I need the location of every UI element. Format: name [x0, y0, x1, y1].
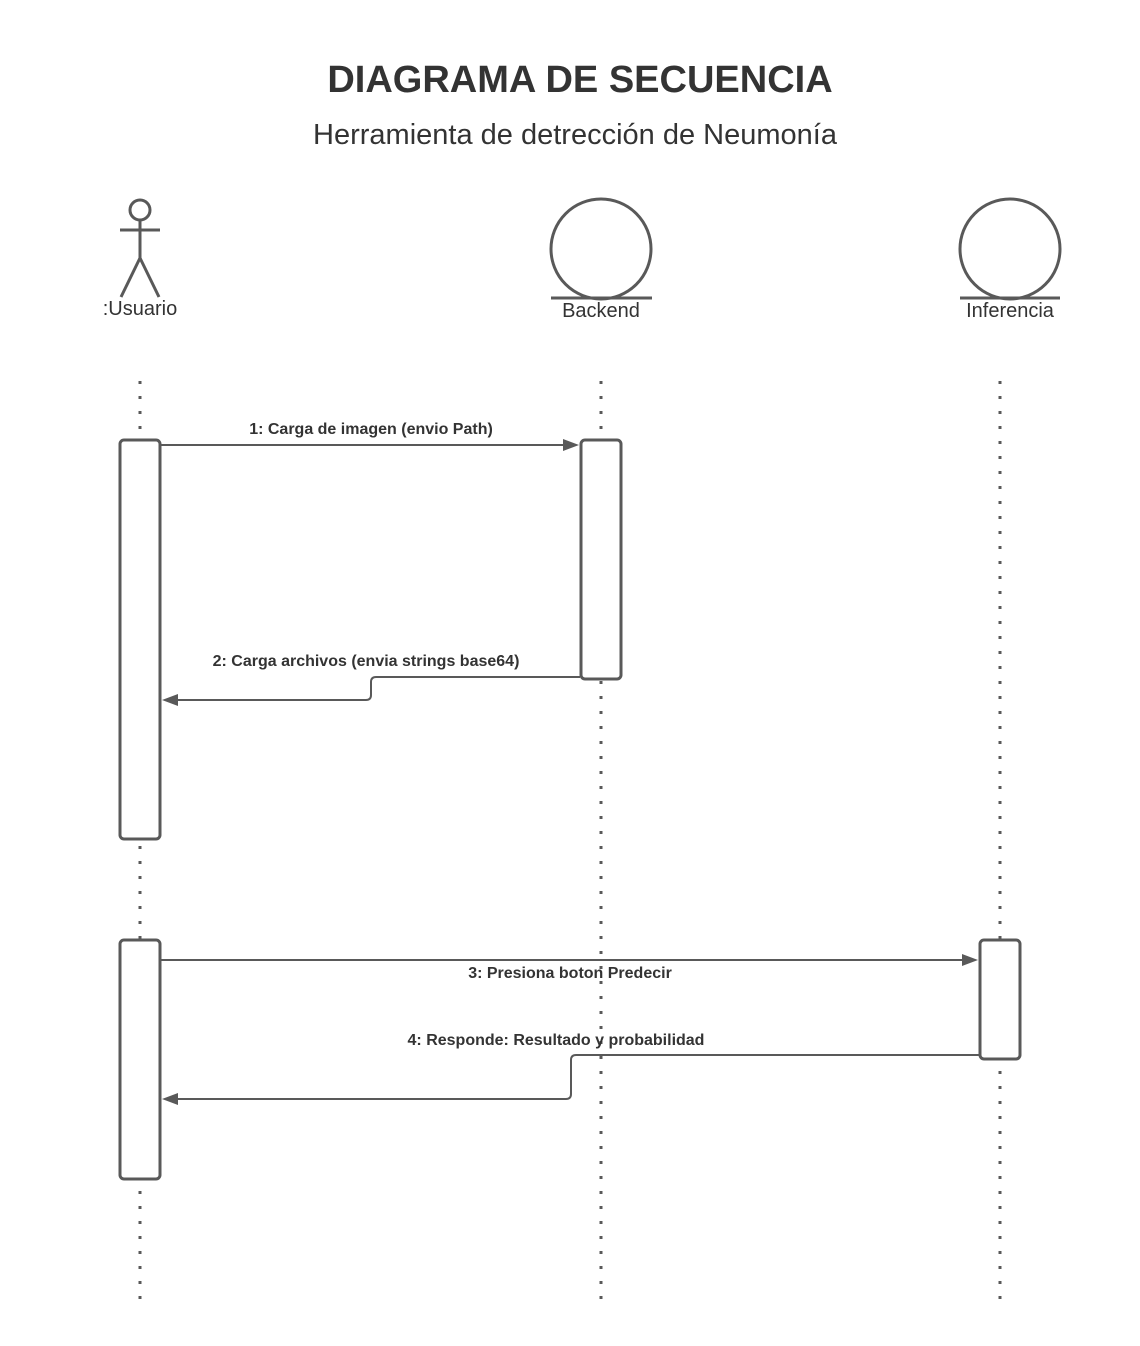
activation-bar-backend[interactable]: [579, 438, 623, 681]
actor-icon: [119, 198, 161, 298]
message-label-4: 4: Responde: Resultado y probabilidad: [408, 1032, 705, 1049]
diagram-subtitle: Herramienta de detrección de Neumonía: [313, 119, 838, 151]
diagram-title: DIAGRAMA DE SECUENCIA: [327, 59, 832, 101]
activation-bar-inferencia[interactable]: [978, 938, 1022, 1061]
participant-label-usuario: :Usuario: [103, 298, 177, 320]
activation-bars: [118, 438, 1022, 1181]
message-label-1: 1: Carga de imagen (envio Path): [249, 421, 493, 438]
activation-bar-usuario-1[interactable]: [118, 438, 162, 841]
message-line: [176, 676, 580, 701]
arrowhead-icon: [162, 694, 178, 706]
arrowhead-icon: [162, 1093, 178, 1105]
message-2[interactable]: 2: Carga archivos (envia strings base64): [162, 653, 580, 706]
message-3[interactable]: 3: Presiona boton Predecir: [161, 954, 978, 982]
message-4[interactable]: 4: Responde: Resultado y probabilidad: [162, 1032, 979, 1105]
activation-bar-usuario-2[interactable]: [118, 938, 162, 1181]
message-label-3: 3: Presiona boton Predecir: [468, 965, 672, 982]
participant-backend[interactable]: Backend: [549, 197, 653, 322]
lifelines: [138, 381, 1002, 1306]
entity-icon: [958, 197, 1062, 301]
message-1[interactable]: 1: Carga de imagen (envio Path): [161, 421, 579, 451]
message-line: [176, 1054, 979, 1100]
message-label-2: 2: Carga archivos (envia strings base64): [213, 653, 520, 670]
entity-icon: [549, 197, 653, 301]
participant-usuario[interactable]: :Usuario: [103, 198, 177, 320]
participant-label-backend: Backend: [562, 300, 640, 322]
arrowhead-icon: [962, 954, 978, 966]
participant-label-inferencia: Inferencia: [966, 300, 1055, 322]
arrowhead-icon: [563, 439, 579, 451]
participant-inferencia[interactable]: Inferencia: [958, 197, 1062, 322]
